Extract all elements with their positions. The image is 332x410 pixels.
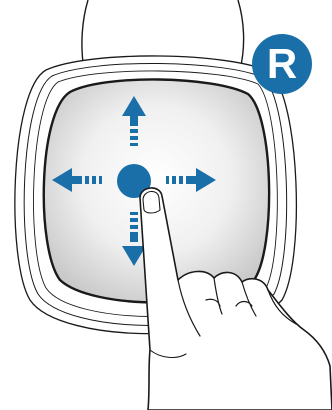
side-indicator-badge: R [252,34,312,94]
side-indicator-label: R [267,43,297,85]
fingernail [143,191,160,213]
